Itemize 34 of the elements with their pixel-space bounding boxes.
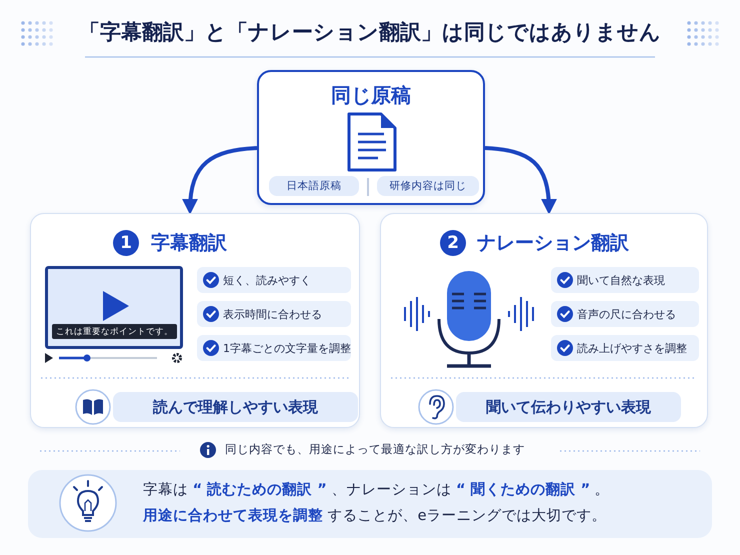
feature-text: 聞いて自然な表現 (577, 272, 665, 288)
feature-pill (551, 267, 699, 293)
summary-pill-text: 聞いて伝わりやすい表現 (486, 398, 651, 416)
feature-text: 短く、読みやすく (223, 272, 311, 288)
source-card (257, 70, 485, 205)
feature-pill (197, 335, 351, 361)
translation-card (30, 213, 360, 428)
translation-card (380, 213, 708, 428)
number-badge: 1 (113, 230, 139, 256)
diagram-title: 「字幕翻訳」と「ナレーション翻訳」は同じではありません (79, 20, 661, 44)
summary-sentence: 用途に合わせて表現を調整 することが、eラーニングでは大切です。 (143, 506, 607, 525)
summary-sentence: 字幕は “ 読むための翻訳 ” 、ナレーションは “ 聞くための翻訳 ” 。 (143, 480, 610, 499)
summary-pill (456, 392, 681, 422)
card-heading: 同じ原稿 (330, 82, 412, 109)
info-note: 同じ内容でも、用途によって最適な訳し方が変わります (225, 442, 525, 457)
feature-text: 表示時間に合わせる (223, 306, 322, 322)
feature-pill (551, 335, 699, 361)
card-heading: ナレーション翻訳 (477, 231, 629, 256)
tag-pill: 日本語原稿 (269, 176, 359, 196)
feature-pill (197, 267, 351, 293)
feature-text: 音声の尺に合わせる (577, 306, 676, 322)
feature-text: 読み上げやすさを調整 (577, 340, 687, 356)
feature-text: 1字幕ごとの文字量を調整 (223, 340, 351, 356)
feature-pill (551, 301, 699, 327)
summary-box (28, 470, 712, 538)
card-heading: 字幕翻訳 (151, 231, 227, 256)
feature-pill (197, 301, 351, 327)
number-badge: 2 (440, 230, 466, 256)
subtitle-caption: これは重要なポイントです。 (52, 324, 177, 339)
curved-arrow (484, 146, 557, 215)
summary-pill-text: 読んで理解しやすい表現 (153, 398, 318, 416)
summary-pill (113, 392, 358, 422)
tag-pill: 研修内容は同じ (377, 176, 479, 196)
curved-arrow (182, 146, 258, 215)
